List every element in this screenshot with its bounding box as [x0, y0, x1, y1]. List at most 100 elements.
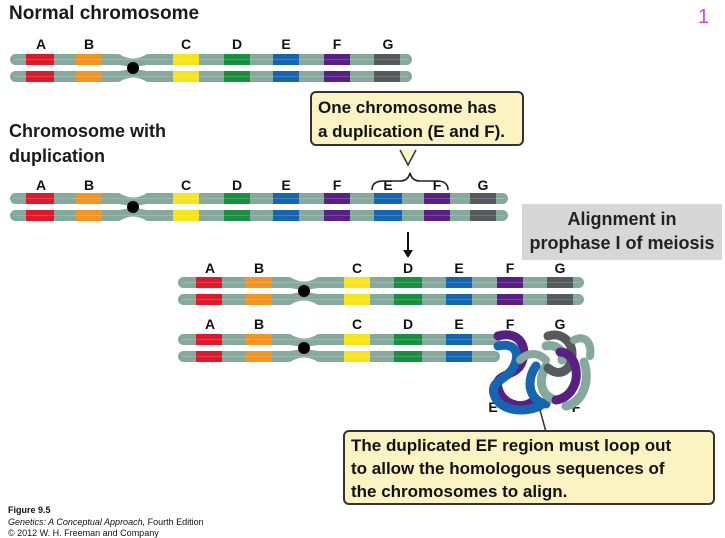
- alignment-label-line1: Alignment in: [567, 209, 677, 229]
- normal-centromere-bottom: [119, 69, 147, 82]
- aligned-top-centromere-dot: [298, 285, 310, 297]
- normal-centromere-top: [119, 54, 147, 67]
- aligned-bottom-band-B-2: [246, 351, 272, 362]
- duplication-callout-line2: a duplication (E and F).: [318, 122, 505, 141]
- aligned-bottom-band-C-1: [344, 334, 370, 345]
- aligned-bottom-band-E-1: [446, 334, 472, 345]
- aligned-top-band-A-1: [196, 277, 222, 288]
- duplication-label-3: C: [181, 177, 191, 193]
- normal-band-E-2: [273, 71, 299, 82]
- aligned-top-centromere-top: [290, 277, 318, 290]
- normal-band-B-1: [76, 54, 102, 65]
- duplication-band-E-1: [273, 193, 299, 204]
- aligned-top-band-C-2: [344, 294, 370, 305]
- normal-band-C-2: [173, 71, 199, 82]
- aligned-top-label-2: B: [254, 260, 264, 276]
- loop-label-1: E: [488, 399, 497, 415]
- aligned-bottom-label-2: B: [254, 316, 264, 332]
- duplication-band-E-2: [273, 210, 299, 221]
- aligned-bottom-band-A-1: [196, 334, 222, 345]
- duplication-band-E-1: [374, 193, 402, 204]
- duplication-label-4: D: [232, 177, 242, 193]
- normal-band-A-2: [26, 71, 54, 82]
- duplication-band-A-1: [26, 193, 54, 204]
- normal-label-7: G: [383, 36, 394, 52]
- duplication-label-6: F: [333, 177, 342, 193]
- down-arrow-head: [403, 250, 413, 258]
- loop-out-structure: [488, 330, 595, 415]
- duplication-band-F-1: [424, 193, 450, 204]
- normal-band-G-2: [374, 71, 400, 82]
- duplication-band-B-1: [76, 193, 102, 204]
- aligned-bottom-band-A-2: [196, 351, 222, 362]
- aligned-chromosome-bottom: [178, 334, 500, 362]
- aligned-bottom-band-C-2: [344, 351, 370, 362]
- aligned-bottom-centromere-bottom: [290, 349, 318, 362]
- aligned-top-centromere-bottom: [290, 292, 318, 305]
- aligned-top-band-B-2: [246, 294, 272, 305]
- duplication-bracket: [371, 172, 449, 191]
- normal-band-E-1: [273, 54, 299, 65]
- aligned-bottom-label-5: E: [454, 316, 463, 332]
- loop-callout: The duplicated EF region must loop out t…: [343, 430, 715, 505]
- book-title: Genetics: A Conceptual Approach,: [8, 516, 146, 527]
- duplication-band-F-2: [324, 210, 350, 221]
- duplication-band-D-2: [224, 210, 250, 221]
- normal-band-D-1: [224, 54, 250, 65]
- aligned-bottom-centromere-dot: [298, 342, 310, 354]
- figure-caption: Figure 9.5 Genetics: A Conceptual Approa…: [8, 505, 268, 538]
- duplication-band-C-2: [173, 210, 199, 221]
- duplication-label-7: E: [383, 177, 392, 193]
- loop-callout-line1: The duplicated EF region must loop out: [351, 436, 672, 455]
- book-citation: Genetics: A Conceptual Approach, Fourth …: [8, 517, 268, 529]
- copyright: © 2012 W. H. Freeman and Company: [8, 528, 159, 538]
- duplication-label-1: A: [36, 177, 46, 193]
- normal-band-D-2: [224, 71, 250, 82]
- normal-band-F-2: [324, 71, 350, 82]
- aligned-bottom-label-7: G: [555, 316, 566, 332]
- normal-band-C-1: [173, 54, 199, 65]
- normal-label-3: C: [181, 36, 191, 52]
- aligned-top-band-D-1: [394, 277, 422, 288]
- aligned-top-band-E-1: [446, 277, 472, 288]
- aligned-top-band-G-2: [547, 294, 573, 305]
- duplication-band-B-2: [76, 210, 102, 221]
- duplication-centromere-top: [119, 193, 147, 206]
- figure-number: Figure 9.5: [8, 505, 51, 515]
- duplication-label-9: G: [478, 177, 489, 193]
- aligned-bottom-label-6: F: [506, 316, 515, 332]
- normal-chromosome-title: Normal chromosome: [9, 3, 200, 24]
- duplication-band-G-2: [470, 210, 496, 221]
- aligned-bottom-label-3: C: [352, 316, 362, 332]
- duplication-label-8: F: [433, 177, 442, 193]
- duplication-band-F-2: [424, 210, 450, 221]
- normal-chromosome: [10, 54, 412, 82]
- duplication-label-2: B: [84, 177, 94, 193]
- duplication-centromere-bottom: [119, 208, 147, 221]
- duplication-band-C-1: [173, 193, 199, 204]
- loop-label-2: F: [572, 399, 581, 415]
- aligned-bottom-band-D-2: [394, 351, 422, 362]
- aligned-top-band-B-1: [246, 277, 272, 288]
- duplication-title-line1: Chromosome with: [9, 121, 167, 141]
- aligned-top-band-F-1: [497, 277, 523, 288]
- normal-label-1: A: [36, 36, 46, 52]
- book-edition: Fourth Edition: [145, 516, 204, 527]
- duplication-callout: One chromosome has a duplication (E and …: [310, 91, 524, 146]
- aligned-top-label-5: E: [454, 260, 463, 276]
- alignment-label: Alignment in prophase I of meiosis: [522, 204, 722, 260]
- duplication-title-line2: duplication: [9, 146, 105, 166]
- duplication-band-G-1: [470, 193, 496, 204]
- duplication-callout-line1: One chromosome has: [318, 98, 497, 117]
- duplication-band-A-2: [26, 210, 54, 221]
- duplication-callout-pointer: [399, 149, 417, 167]
- slide-number: 1: [698, 6, 710, 28]
- loop-callout-line2: to allow the homologous sequences of: [351, 459, 665, 478]
- normal-band-B-2: [76, 71, 102, 82]
- aligned-top-band-G-1: [547, 277, 573, 288]
- duplication-band-D-1: [224, 193, 250, 204]
- normal-band-G-1: [374, 54, 400, 65]
- aligned-bottom-band-B-1: [246, 334, 272, 345]
